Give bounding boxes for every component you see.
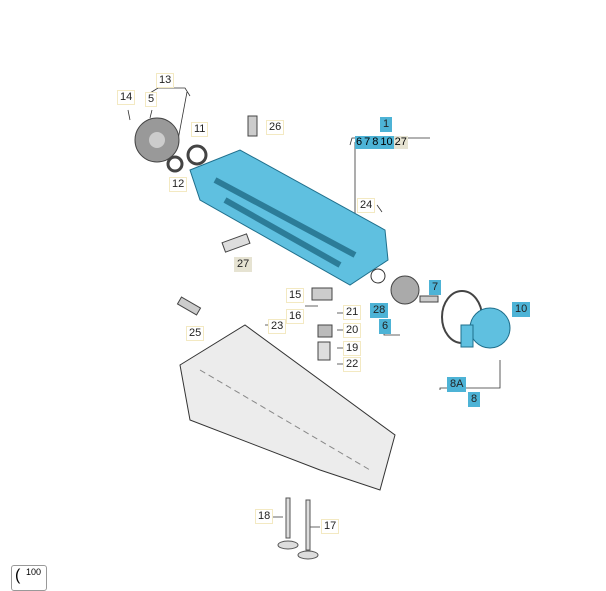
cylinder-head [179, 324, 396, 491]
group-item-6[interactable]: 6 [355, 136, 364, 149]
callout-18[interactable]: 18 [255, 509, 274, 524]
callout-23[interactable]: 23 [268, 319, 287, 334]
callout-10[interactable]: 10 [512, 302, 531, 317]
callout-24[interactable]: 24 [357, 198, 376, 213]
callout-15[interactable]: 15 [286, 288, 305, 303]
group-item-10[interactable]: 10 [379, 136, 394, 149]
callout-20[interactable]: 20 [343, 323, 362, 338]
callout-11[interactable]: 11 [191, 122, 209, 137]
callout-8a[interactable]: 8A [447, 377, 467, 392]
group-item-7[interactable]: 7 [363, 136, 372, 149]
callout-22[interactable]: 22 [343, 357, 362, 372]
callout-27[interactable]: 27 [234, 257, 253, 272]
callout-28[interactable]: 28 [370, 303, 389, 318]
callout-1[interactable]: 1 [380, 117, 393, 132]
callout-25[interactable]: 25 [186, 326, 205, 341]
callout-21[interactable]: 21 [343, 305, 362, 320]
group-1-members: 6 7 8 10 27 [355, 136, 408, 149]
callout-5[interactable]: 5 [145, 92, 158, 107]
callout-7[interactable]: 7 [429, 280, 442, 295]
callout-6[interactable]: 6 [379, 319, 392, 334]
callout-12[interactable]: 12 [169, 177, 188, 192]
thumbnail-icon: ( [15, 567, 21, 584]
thumbnail-100[interactable]: (100 [11, 565, 47, 591]
vacuum-pump [460, 307, 511, 349]
callout-19[interactable]: 19 [343, 341, 362, 356]
camshaft-sprocket [134, 117, 180, 163]
group-item-8[interactable]: 8 [371, 136, 380, 149]
callout-17[interactable]: 17 [321, 519, 340, 534]
callout-13[interactable]: 13 [156, 73, 175, 88]
group-item-27[interactable]: 27 [393, 136, 408, 149]
callout-26[interactable]: 26 [266, 120, 285, 135]
camshaft-housing [189, 149, 389, 286]
callout-16[interactable]: 16 [286, 309, 305, 324]
valves [277, 497, 319, 560]
callout-14[interactable]: 14 [117, 90, 136, 105]
sensor [221, 233, 251, 253]
thumbnail-label: 100 [26, 567, 42, 577]
callout-8[interactable]: 8 [468, 392, 481, 407]
